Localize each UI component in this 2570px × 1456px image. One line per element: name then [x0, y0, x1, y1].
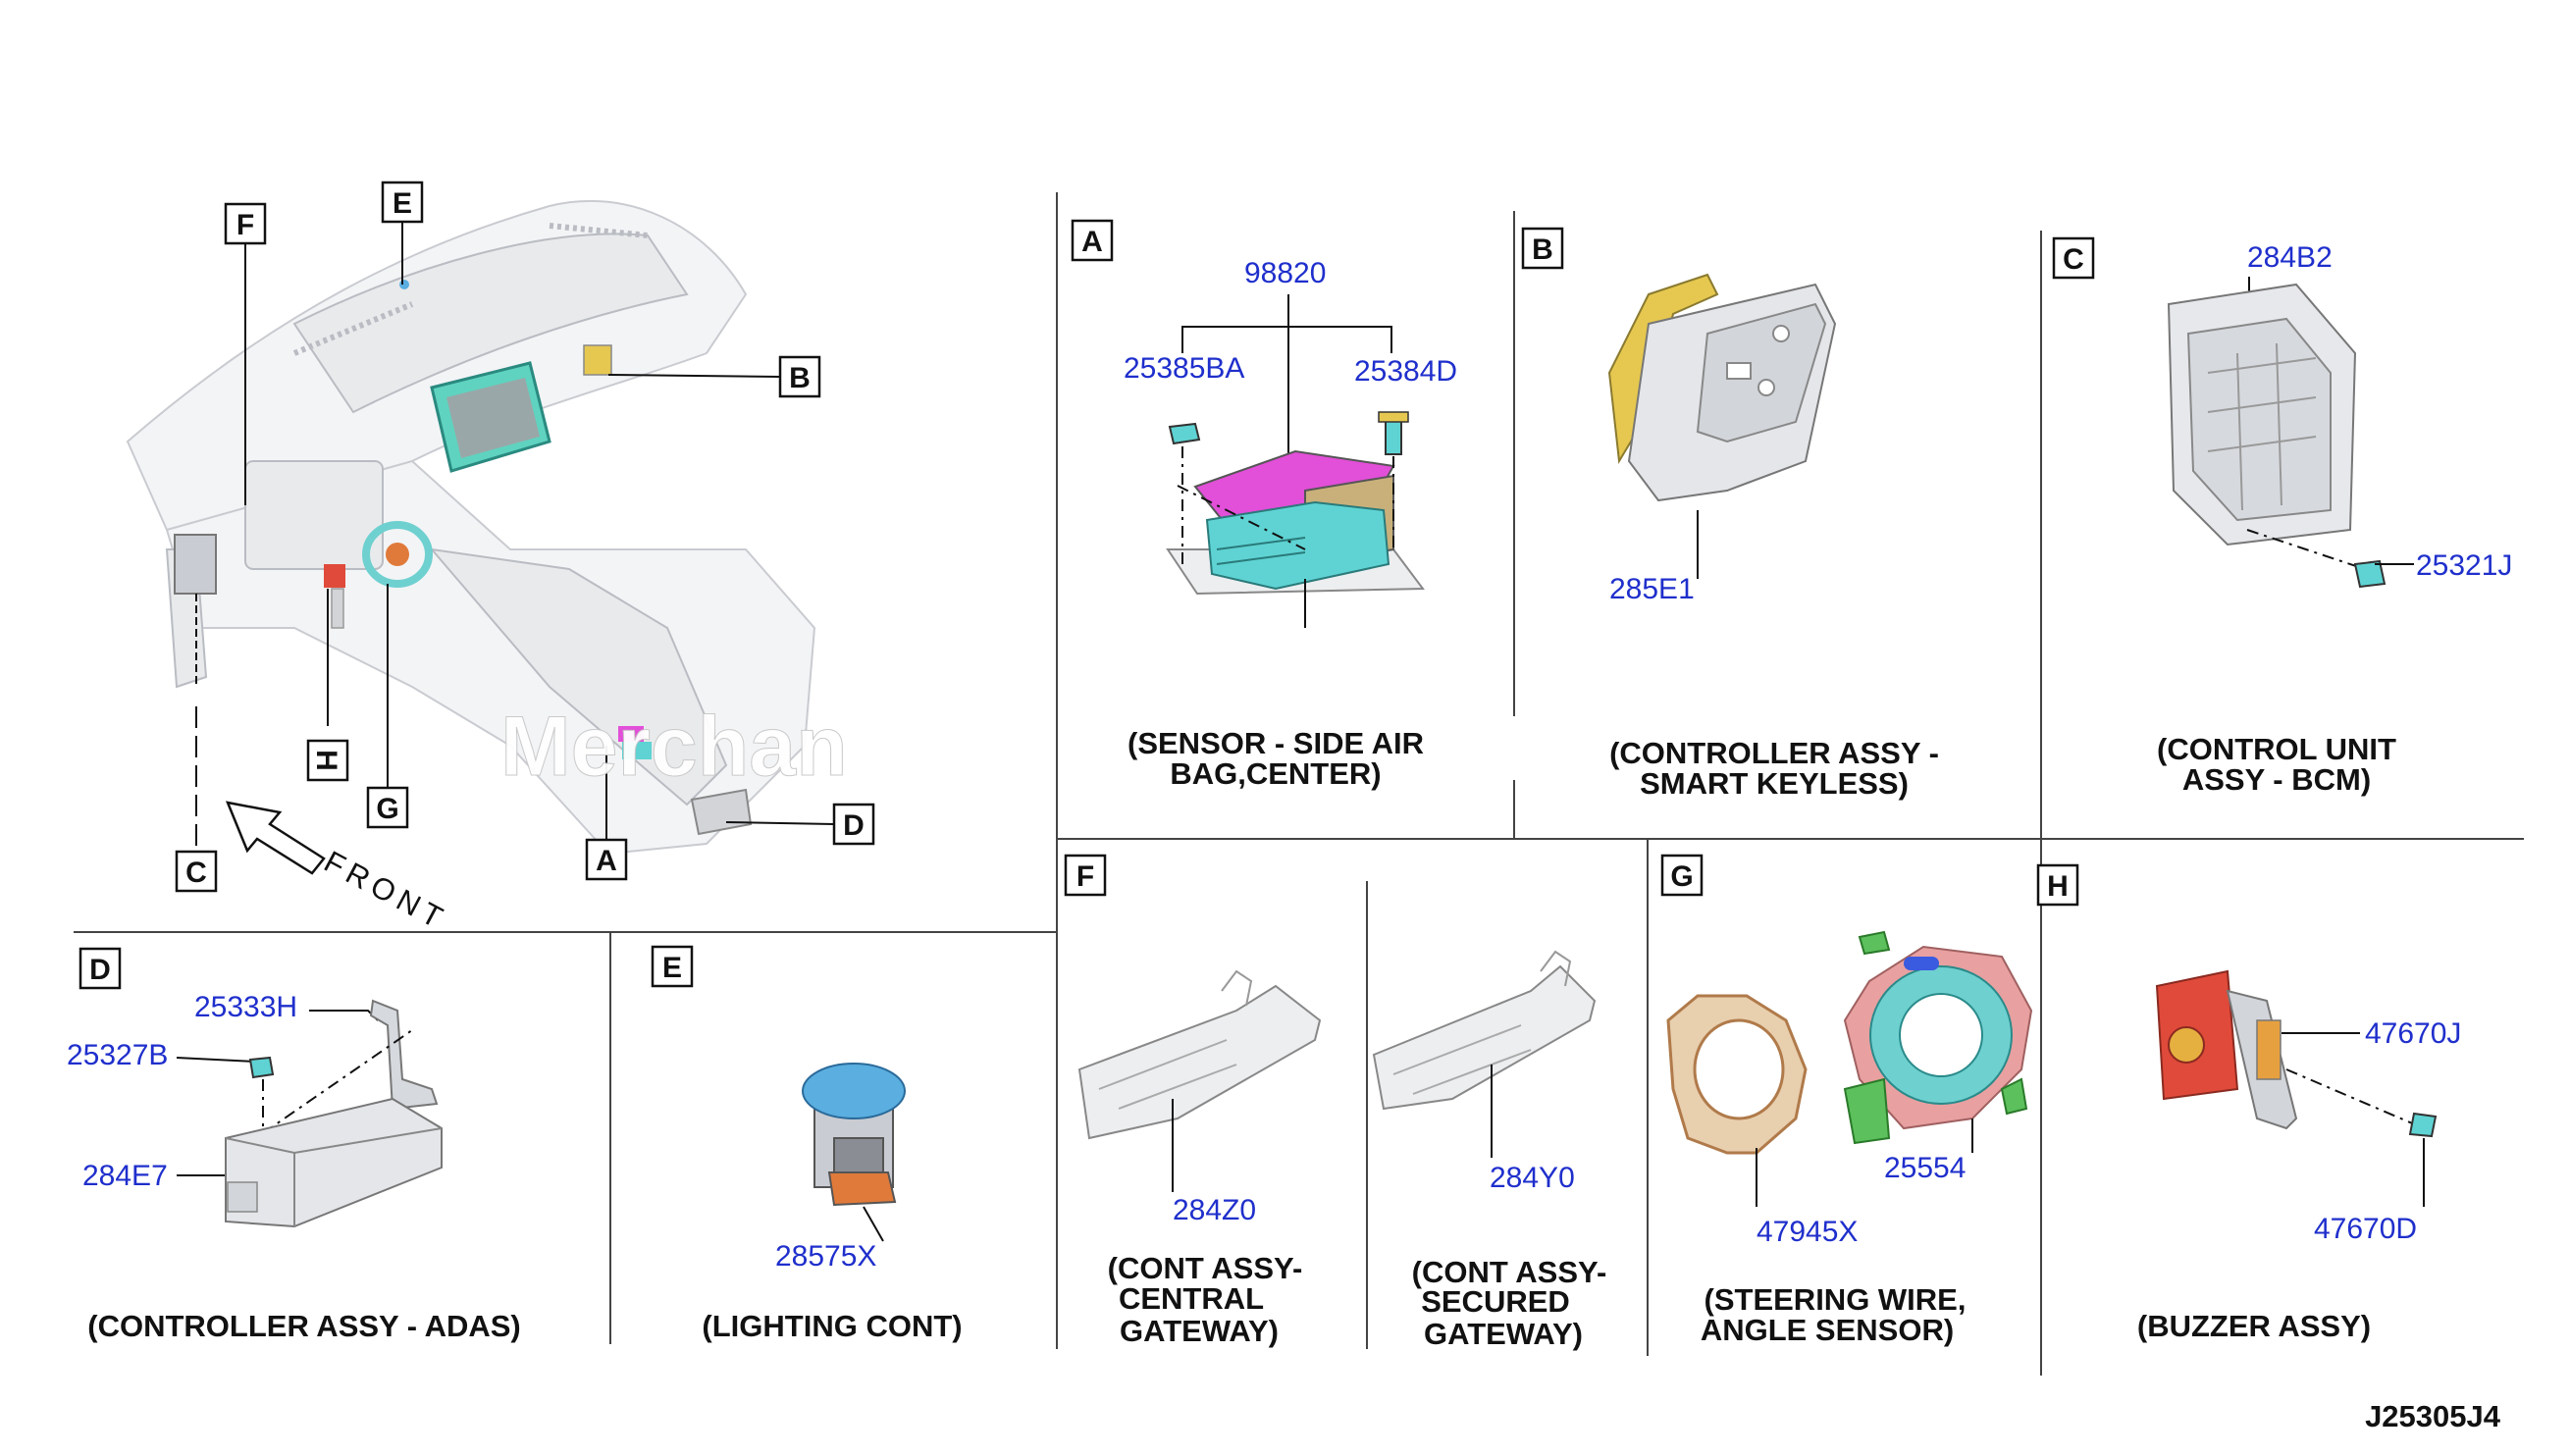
caption-f-right-line1: (CONT ASSY-	[1412, 1255, 1607, 1289]
caption-g-line1: (STEERING WIRE,	[1705, 1282, 1967, 1317]
caption-h: (BUZZER ASSY)	[2137, 1309, 2371, 1343]
lighting-control-cap	[802, 1063, 906, 1119]
svg-text:F: F	[1076, 860, 1094, 893]
part-number-284e7: 284E7	[82, 1160, 168, 1192]
part-number-25385ba: 25385BA	[1124, 352, 1244, 385]
overview-steering-sensor	[362, 521, 433, 588]
part-number-25327b: 25327B	[67, 1039, 168, 1071]
panel-b: B 285E1 (CONTROLLER ASSY - SMART KEYLESS…	[1521, 227, 1939, 801]
part-number-25554: 25554	[1884, 1152, 1966, 1184]
drawing-code: J25305J4	[2365, 1399, 2501, 1433]
svg-text:H: H	[2047, 870, 2069, 903]
svg-text:D: D	[843, 809, 865, 842]
lighting-control-base	[827, 1171, 897, 1207]
caption-g-line2: ANGLE SENSOR)	[1701, 1313, 1954, 1347]
watermark: Merchan	[500, 700, 848, 794]
front-label: FRONT	[319, 844, 453, 937]
part-number-47670j: 47670J	[2365, 1017, 2461, 1050]
caption-a-line1: (SENSOR - SIDE AIR	[1128, 726, 1424, 760]
front-arrow: FRONT	[225, 801, 453, 937]
panel-h: H 47670J 47670D (BUZZER ASSY)	[2036, 863, 2461, 1343]
svg-text:G: G	[376, 793, 398, 825]
caption-f-left-line2: CENTRAL	[1119, 1281, 1264, 1316]
caption-f-right-line2: SECURED	[1421, 1284, 1570, 1319]
svg-text:B: B	[1532, 234, 1553, 266]
part-number-25384d: 25384D	[1354, 355, 1457, 388]
part-number-98820: 98820	[1244, 257, 1326, 289]
svg-text:A: A	[596, 845, 617, 877]
svg-text:F: F	[236, 209, 254, 241]
panel-g: G 47945X 25554 (STEERING WIRE, ANGLE SEN…	[1660, 854, 2033, 1347]
caption-c-line2: ASSY - BCM)	[2182, 762, 2371, 797]
svg-text:B: B	[789, 362, 811, 394]
svg-text:E: E	[393, 187, 412, 220]
caption-b-line2: SMART KEYLESS)	[1640, 766, 1909, 801]
part-number-47670d: 47670D	[2314, 1213, 2417, 1245]
caption-a-line2: BAG,CENTER)	[1170, 756, 1381, 791]
part-number-285e1: 285E1	[1609, 573, 1695, 605]
part-number-25333h: 25333H	[194, 991, 297, 1023]
svg-text:C: C	[2063, 243, 2084, 276]
svg-text:D: D	[89, 954, 111, 986]
caption-f-right-line3: GATEWAY)	[1424, 1317, 1583, 1351]
caption-f-left-line3: GATEWAY)	[1120, 1314, 1279, 1348]
callout-g: G	[366, 786, 409, 829]
panel-f: F 284Z0 284Y0 (CONT ASSY- CENTRAL GATEWA…	[1064, 854, 1607, 1351]
panel-dividers	[74, 192, 2524, 1376]
svg-text:G: G	[1670, 860, 1693, 893]
callout-e: E	[381, 181, 424, 224]
overview-buzzer	[324, 564, 345, 588]
caption-f-left-line1: (CONT ASSY-	[1108, 1251, 1303, 1285]
caption-b-line1: (CONTROLLER ASSY -	[1609, 736, 1939, 770]
callout-b: B	[778, 355, 821, 398]
panel-e: E 28575X (LIGHTING CONT)	[651, 945, 963, 1343]
part-number-47945x: 47945X	[1757, 1216, 1858, 1248]
callout-f: F	[224, 202, 267, 245]
panel-d: D 25333H 25327B 284E7 (CONTROLLER ASSY -…	[67, 947, 521, 1343]
panel-a: A 98820 25385BA 25384D (SENSOR - SIDE AI…	[1071, 219, 1457, 791]
secured-gateway	[1372, 964, 1597, 1111]
svg-text:A: A	[1081, 226, 1103, 258]
caption-d: (CONTROLLER ASSY - ADAS)	[87, 1309, 520, 1343]
panel-c: C 284B2 25321J (CONTROL UNIT ASSY - BCM)	[2052, 236, 2512, 797]
caption-e: (LIGHTING CONT)	[702, 1309, 962, 1343]
overview-dashboard: FRONT F E B C G A D	[126, 181, 875, 937]
part-number-284z0: 284Z0	[1173, 1194, 1256, 1226]
part-number-284y0: 284Y0	[1490, 1162, 1575, 1194]
caption-c-line1: (CONTROL UNIT	[2157, 732, 2396, 766]
callout-c: C	[175, 850, 218, 893]
overview-airbag-sensor	[618, 726, 644, 742]
svg-text:H: H	[310, 750, 342, 771]
svg-text:E: E	[662, 952, 682, 984]
central-gateway	[1077, 984, 1322, 1140]
part-number-284b2: 284B2	[2247, 241, 2333, 274]
svg-text:C: C	[185, 857, 207, 889]
callout-a: A	[585, 838, 628, 881]
part-number-28575x: 28575X	[775, 1240, 876, 1273]
part-number-25321j: 25321J	[2416, 549, 2512, 582]
callout-h: H	[306, 739, 349, 782]
callout-d: D	[832, 803, 875, 846]
adas-controller	[225, 1097, 443, 1228]
